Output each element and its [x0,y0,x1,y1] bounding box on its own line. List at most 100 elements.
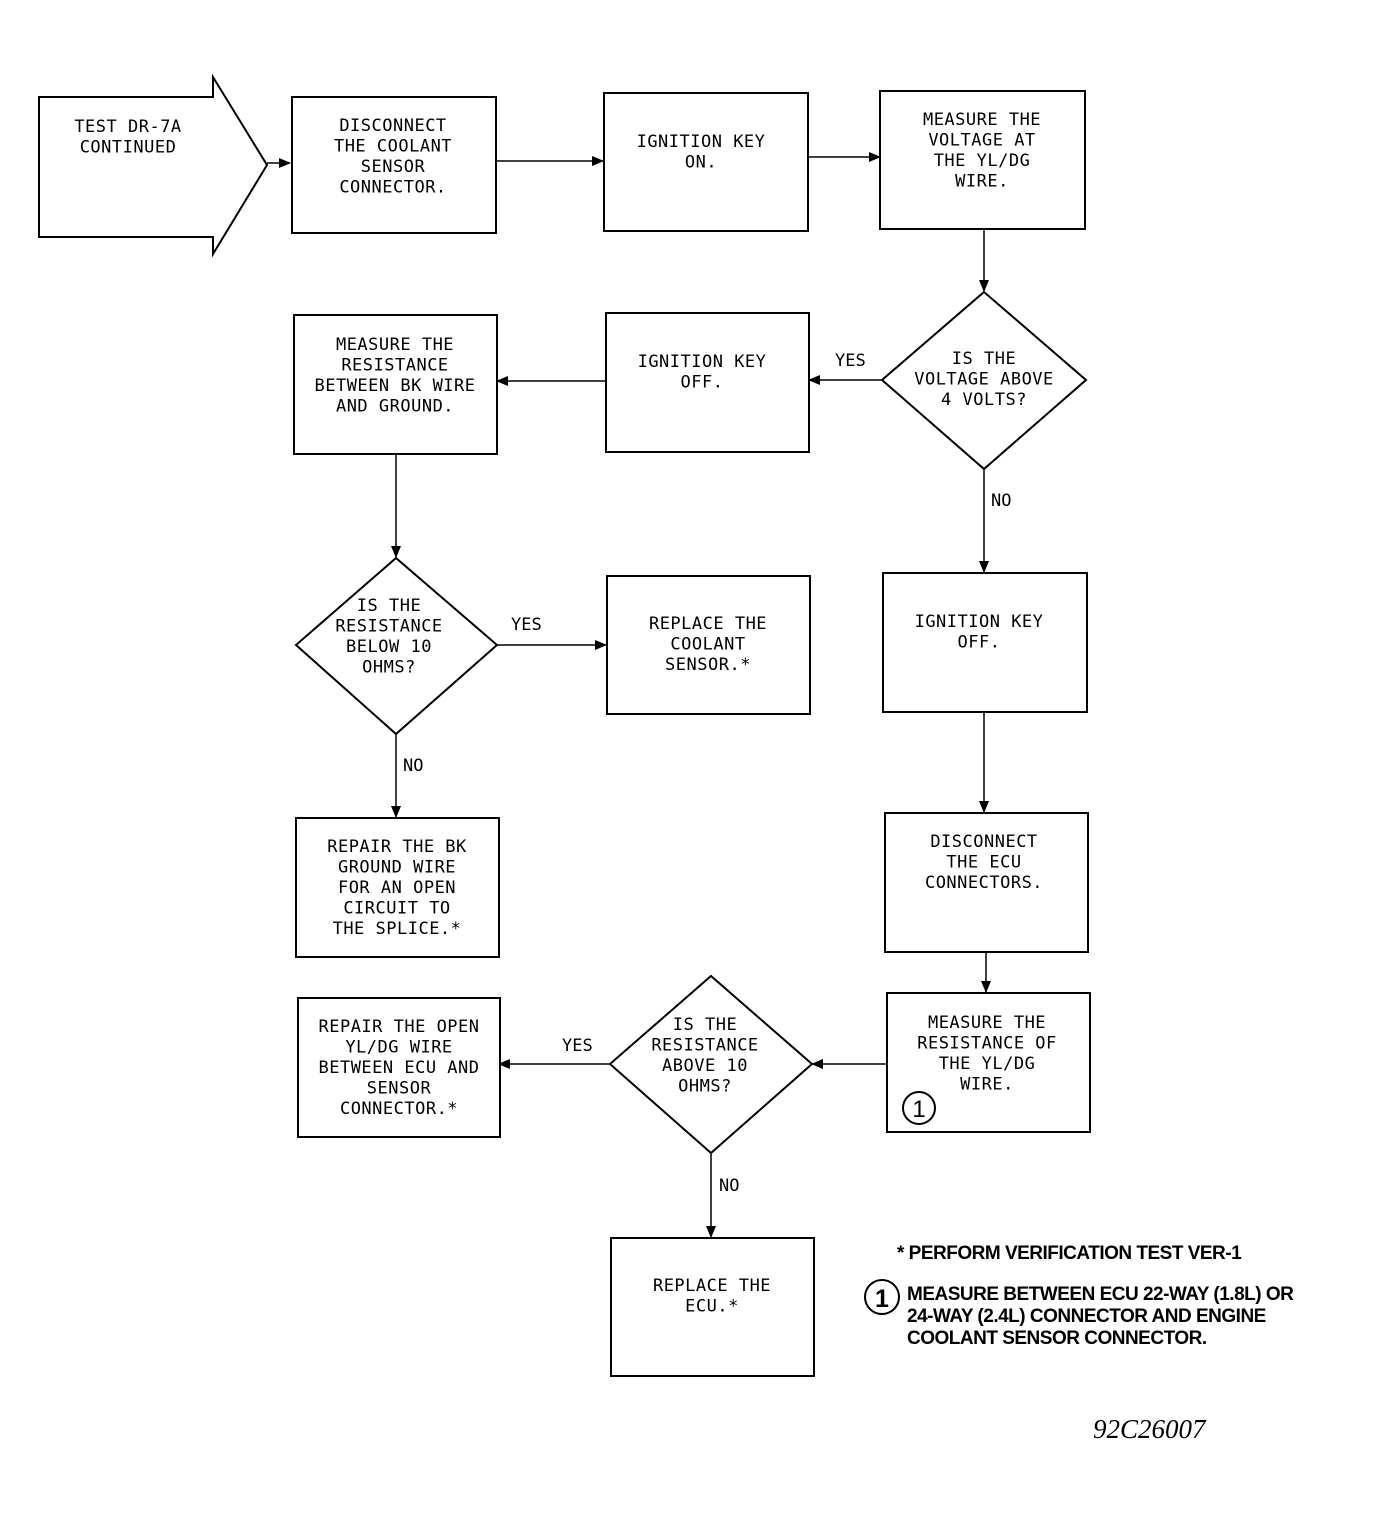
text-line: ECU.* [685,1297,739,1317]
text-line: BETWEEN BK WIRE [314,376,475,396]
text-line: FOR AN OPEN [338,878,456,898]
callout-number: 1 [912,1096,925,1123]
text-line: THE COOLANT [334,137,452,157]
text-line: IS THE [357,596,421,616]
footnote-circle [864,1279,900,1315]
text-line: DISCONNECT [930,832,1037,852]
text-line: IGNITION KEY [637,132,766,152]
text-line: THE SPLICE.* [333,919,462,939]
bk-no-label: NO [403,756,423,776]
shapes [38,73,1091,1377]
edge-labels: YES NO YES NO YES NO [403,351,1011,1196]
text-line: WIRE. [960,1075,1014,1095]
text-line: OFF. [958,633,1001,653]
measure-voltage-box [879,90,1086,230]
replace-ecu-box [610,1237,815,1377]
text-line: THE YL/DG [934,151,1031,171]
text-line: CIRCUIT TO [343,899,450,919]
measure-yldg-box [886,992,1091,1133]
text-line: SENSOR [367,1079,432,1099]
text-line: MEASURE THE [336,335,454,355]
text-line: VOLTAGE AT [928,131,1035,151]
text-line: RESISTANCE [341,356,448,376]
text-line: OHMS? [362,658,416,678]
yldg-no-label: NO [719,1176,739,1196]
repair-bk-box [295,817,500,958]
voltage-decision-diamond [880,290,1088,471]
footnote-number: 1 [875,1285,889,1313]
text-line: SENSOR.* [665,655,751,675]
text-line: IGNITION KEY [915,612,1044,632]
callout-marker: 1 [902,1091,936,1125]
verification-note: * PERFORM VERIFICATION TEST VER-1 [897,1243,1242,1264]
text-line: MEASURE THE [923,110,1041,130]
notes: * PERFORM VERIFICATION TEST VER-1 1 MEAS… [864,1243,1295,1349]
text-line: COOLANT SENSOR CONNECTOR. [907,1328,1207,1349]
ign-off-1-box [605,312,810,453]
callout-circle [902,1091,936,1125]
text-line: MEASURE THE [928,1013,1046,1033]
text-line: RESISTANCE [651,1036,758,1056]
text-line: BELOW 10 [346,637,432,657]
text-line: COOLANT [670,635,745,655]
text-line: TEST DR-7A [74,117,181,137]
voltage-no-label: NO [991,491,1011,511]
text-line: CONTINUED [80,138,177,158]
text-line: VOLTAGE ABOVE [914,370,1054,390]
text-line: ABOVE 10 [662,1056,748,1076]
text-line: IS THE [952,349,1016,369]
text-line: OFF. [681,373,724,393]
ign-off-2-box [882,572,1088,713]
text-line: REPAIR THE BK [327,837,467,857]
text-line: YL/DG WIRE [345,1038,452,1058]
start-arrow-shape [38,73,269,258]
text-line: MEASURE BETWEEN ECU 22-WAY (1.8L) OR [907,1284,1294,1305]
text-line: THE ECU [946,853,1021,873]
figure-id: 92C26007 [1093,1414,1207,1444]
text-line: CONNECTOR. [339,178,446,198]
text-line: DISCONNECT [339,116,446,136]
bk-yes-label: YES [511,615,542,635]
repair-yldg-box [297,997,501,1138]
text-line: RESISTANCE OF [917,1034,1057,1054]
text-line: GROUND WIRE [338,858,456,878]
text-line: 4 VOLTS? [941,390,1027,410]
text-line: BETWEEN ECU AND [318,1058,479,1078]
text-line: IS THE [673,1015,737,1035]
voltage-yes-label: YES [835,351,866,371]
bk-decision-diamond [294,556,499,736]
text-line: CONNECTOR.* [340,1099,458,1119]
disconnect-coolant-box [291,96,497,234]
text-line: REPLACE THE [649,614,767,634]
text-line: REPLACE THE [653,1276,771,1296]
text-line: ON. [685,153,717,173]
text-line: OHMS? [678,1077,732,1097]
yldg-yes-label: YES [562,1036,593,1056]
text-line: 24-WAY (2.4L) CONNECTOR AND ENGINE [907,1306,1266,1327]
measure-bk-box [293,314,498,455]
text-line: AND GROUND. [336,397,454,417]
text-line: IGNITION KEY [638,352,767,372]
yldg-decision-diamond [608,974,814,1155]
text-line: REPAIR THE OPEN [318,1017,479,1037]
text-line: RESISTANCE [335,617,442,637]
